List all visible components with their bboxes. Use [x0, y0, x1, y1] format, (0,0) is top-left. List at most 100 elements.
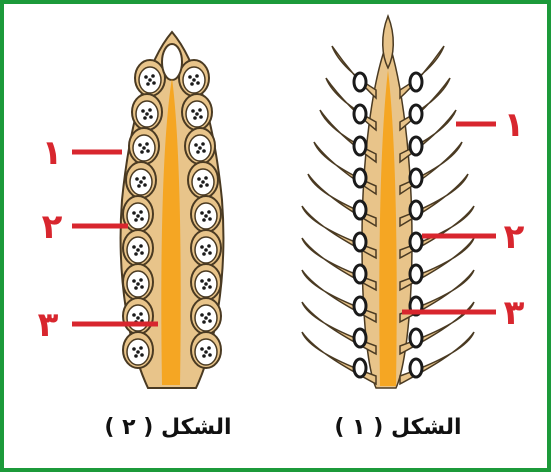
right-pointer-1: ١ [456, 105, 524, 145]
left-pointer-2: ٢ [42, 207, 128, 247]
grain-dot [198, 108, 202, 112]
grain-dot [132, 347, 136, 351]
grain-dot [138, 143, 142, 147]
grain [410, 329, 422, 347]
grain-dot [199, 115, 203, 119]
spikelet [191, 332, 221, 368]
spikelet [191, 264, 221, 300]
grain-dot [134, 252, 138, 256]
caption-figure-1: الشكل ( ١ ) [334, 415, 461, 440]
grain [354, 265, 366, 283]
grain-dot [207, 210, 211, 214]
grain-dot [142, 176, 146, 180]
grain-dot [207, 278, 211, 282]
grain-dot [134, 286, 138, 290]
grain-dot [146, 149, 150, 153]
grain-dot [202, 286, 206, 290]
grain-dot [204, 248, 208, 252]
grain-dot [136, 350, 140, 354]
grain-dot [143, 183, 147, 187]
grain-dot [140, 285, 144, 289]
grain-dot [202, 218, 206, 222]
spike-tip [383, 16, 394, 68]
grain-dot [139, 244, 143, 248]
grain-dot [148, 108, 152, 112]
grain [410, 359, 422, 377]
grain-dot [151, 74, 155, 78]
grain-dot [207, 346, 211, 350]
grain [410, 169, 422, 187]
spikelet [191, 298, 221, 334]
grain-dot [136, 248, 140, 252]
grain-dot [141, 109, 145, 113]
grain-dot [200, 347, 204, 351]
grain-dot [208, 285, 212, 289]
grain-dot [196, 150, 200, 154]
grain [410, 73, 422, 91]
grain-dot [137, 184, 141, 188]
grain-dot [190, 82, 194, 86]
grain-dot [132, 279, 136, 283]
grain [354, 201, 366, 219]
spikelet [332, 46, 376, 98]
right-label-1: ١ [504, 105, 525, 145]
grain-dot [132, 313, 136, 317]
grain-dot [195, 112, 199, 116]
grain-dot [145, 142, 149, 146]
grain-dot [140, 217, 144, 221]
grain-dot [139, 278, 143, 282]
grain-dot [139, 180, 143, 184]
grain-dot [199, 184, 203, 188]
grain-dot [204, 350, 208, 354]
grain-dot [200, 245, 204, 249]
grain-dot [201, 142, 205, 146]
grain-dot [208, 217, 212, 221]
grain-dot [142, 146, 146, 150]
grain-dot [193, 116, 197, 120]
spikelet [132, 94, 162, 130]
grain-dot [198, 146, 202, 150]
spikelet [135, 60, 165, 96]
grain-dot [202, 320, 206, 324]
grain [354, 137, 366, 155]
grain-dot [192, 78, 196, 82]
spikelet [182, 94, 212, 130]
grain-dot [136, 282, 140, 286]
left-label-3: ٣ [38, 305, 59, 345]
grain-dot [144, 75, 148, 79]
spikelet [123, 298, 153, 334]
grain-dot [202, 252, 206, 256]
grain-dot [194, 143, 198, 147]
grain [410, 233, 422, 251]
grain-dot [204, 316, 208, 320]
grain [354, 73, 366, 91]
grain-dot [148, 78, 152, 82]
left-label-1: ١ [42, 133, 63, 173]
right-pointer-2: ٢ [422, 217, 525, 257]
caption-figure-2: ( ٢ ) الشكل [104, 415, 231, 440]
grain-dot [202, 354, 206, 358]
grain-dot [132, 245, 136, 249]
grain-dot [200, 211, 204, 215]
grain [410, 105, 422, 123]
grain-dot [197, 177, 201, 181]
grain-dot [135, 177, 139, 181]
spikelet [126, 162, 156, 198]
grain-dot [208, 251, 212, 255]
grain-dot [139, 210, 143, 214]
grain-dot [136, 316, 140, 320]
grain-dot [204, 214, 208, 218]
grain-dot [140, 150, 144, 154]
grain-dot [136, 214, 140, 218]
grain-dot [200, 313, 204, 317]
grain-dot [205, 183, 209, 187]
grain-dot [208, 319, 212, 323]
grain [354, 359, 366, 377]
spikelet [400, 46, 444, 98]
grain-dot [207, 244, 211, 248]
grain-dot [145, 112, 149, 116]
grain-dot [195, 74, 199, 78]
grain [410, 201, 422, 219]
spikelet [123, 332, 153, 368]
